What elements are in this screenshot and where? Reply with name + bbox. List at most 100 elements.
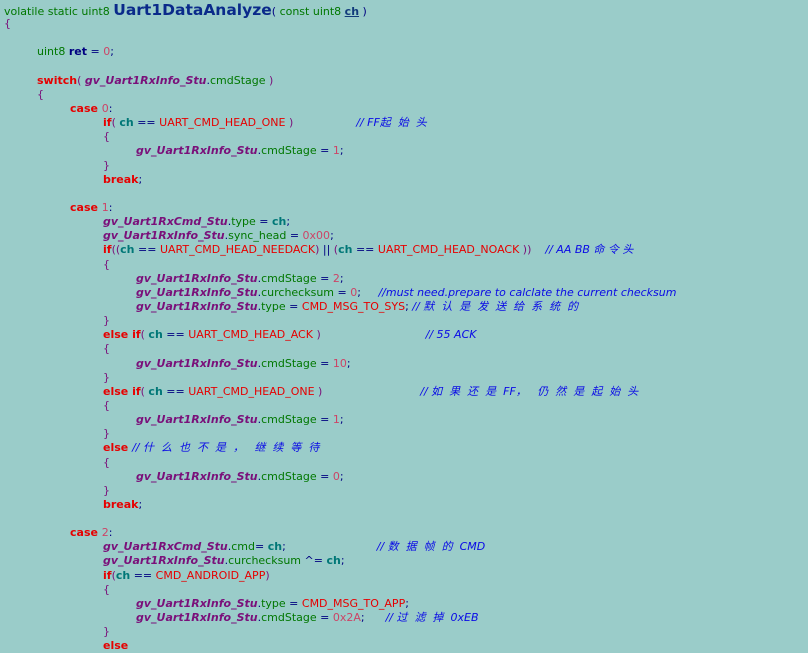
code-line[interactable]: gv_Uart1RxInfo_Stu.curchecksum ^= ch; bbox=[0, 554, 808, 568]
code-token: ; bbox=[286, 215, 291, 229]
code-token: = bbox=[316, 356, 333, 370]
code-token: } bbox=[103, 427, 110, 441]
code-line[interactable]: } bbox=[0, 427, 808, 441]
code-line[interactable]: { bbox=[0, 17, 808, 31]
code-line[interactable]: gv_Uart1RxInfo_Stu.cmdStage = 0; bbox=[0, 470, 808, 484]
code-line[interactable]: else // 什 么 也 不 是 ， 继 续 等 待 bbox=[0, 441, 808, 455]
code-line[interactable]: else if( ch == UART_CMD_HEAD_ONE ) // 如 … bbox=[0, 385, 808, 399]
code-line[interactable]: break; bbox=[0, 173, 808, 187]
code-line[interactable]: gv_Uart1RxInfo_Stu.curchecksum = 0; //mu… bbox=[0, 286, 808, 300]
code-token: 10 bbox=[332, 356, 347, 370]
code-line[interactable]: } bbox=[0, 159, 808, 173]
code-token: . bbox=[257, 144, 262, 158]
code-line[interactable]: } bbox=[0, 371, 808, 385]
code-token: if bbox=[103, 243, 112, 257]
code-token: 1 bbox=[332, 144, 340, 158]
code-line[interactable]: case 0: bbox=[0, 102, 808, 116]
code-token: = bbox=[316, 144, 333, 158]
code-token: ( bbox=[111, 568, 116, 582]
code-line[interactable]: if((ch == UART_CMD_HEAD_NEEDACK) || (ch … bbox=[0, 243, 808, 257]
code-line[interactable]: { bbox=[0, 456, 808, 470]
code-line[interactable] bbox=[0, 187, 808, 201]
code-token: cmdStage bbox=[261, 271, 317, 285]
code-token: { bbox=[103, 398, 110, 412]
code-line[interactable]: gv_Uart1RxInfo_Stu.sync_head = 0x00; bbox=[0, 229, 808, 243]
code-token: 0 bbox=[350, 285, 358, 299]
code-token: UART_CMD_HEAD_ACK bbox=[188, 328, 313, 342]
code-line[interactable]: case 1: bbox=[0, 201, 808, 215]
code-line[interactable]: gv_Uart1RxInfo_Stu.type = CMD_MSG_TO_APP… bbox=[0, 597, 808, 611]
code-token: ( bbox=[140, 384, 149, 398]
code-line[interactable]: { bbox=[0, 342, 808, 356]
code-token: )) bbox=[519, 243, 532, 257]
code-line[interactable] bbox=[0, 31, 808, 45]
code-line[interactable]: gv_Uart1RxInfo_Stu.cmdStage = 1; bbox=[0, 413, 808, 427]
code-token: gv_Uart1RxInfo_Stu bbox=[136, 271, 258, 285]
code-token: = bbox=[334, 285, 351, 299]
code-token: == bbox=[133, 116, 160, 130]
code-token: . bbox=[257, 469, 262, 483]
code-token: 2 bbox=[332, 271, 340, 285]
code-token: gv_Uart1RxInfo_Stu bbox=[136, 611, 258, 625]
code-token: Uart1DataAnalyze bbox=[113, 1, 272, 19]
code-token: ) bbox=[315, 243, 320, 257]
code-line[interactable]: gv_Uart1RxCmd_Stu.type = ch; bbox=[0, 215, 808, 229]
code-line[interactable]: gv_Uart1RxInfo_Stu.cmdStage = 2; bbox=[0, 272, 808, 286]
code-token: { bbox=[103, 130, 110, 144]
code-token: ( bbox=[333, 243, 339, 257]
code-token: 1 bbox=[101, 200, 109, 214]
code-token: : bbox=[108, 200, 113, 214]
code-line[interactable]: gv_Uart1RxInfo_Stu.type = CMD_MSG_TO_SYS… bbox=[0, 300, 808, 314]
code-token: = bbox=[255, 215, 273, 229]
code-line[interactable]: { bbox=[0, 258, 808, 272]
code-line[interactable]: if( ch == UART_CMD_HEAD_ONE ) // FF起 始 头 bbox=[0, 116, 808, 130]
code-token: else if bbox=[103, 328, 141, 342]
code-token: 1 bbox=[332, 413, 340, 427]
code-token: } bbox=[103, 625, 110, 639]
code-line[interactable]: { bbox=[0, 130, 808, 144]
code-comment: // 55 ACK bbox=[320, 328, 477, 342]
code-line[interactable]: } bbox=[0, 625, 808, 639]
code-token: . bbox=[224, 229, 229, 243]
code-line[interactable]: if(ch == CMD_ANDROID_APP) bbox=[0, 569, 808, 583]
code-token: . bbox=[257, 299, 262, 313]
code-token: ( bbox=[140, 328, 149, 342]
code-line[interactable]: { bbox=[0, 88, 808, 102]
code-line[interactable]: uint8 ret = 0; bbox=[0, 45, 808, 59]
code-token: . bbox=[206, 73, 210, 87]
code-token: . bbox=[257, 356, 262, 370]
code-line[interactable] bbox=[0, 512, 808, 526]
code-line[interactable]: volatile static uint8 Uart1DataAnalyze( … bbox=[0, 1, 808, 19]
code-line[interactable]: { bbox=[0, 583, 808, 597]
code-token: ch bbox=[148, 384, 163, 398]
code-line[interactable]: else bbox=[0, 639, 808, 653]
code-comment: // AA BB 命 令 头 bbox=[531, 243, 634, 257]
code-line[interactable]: else if( ch == UART_CMD_HEAD_ACK ) // 55… bbox=[0, 328, 808, 342]
code-token: else if bbox=[103, 384, 141, 398]
code-token: == bbox=[130, 568, 156, 582]
code-line[interactable]: gv_Uart1RxInfo_Stu.cmdStage = 1; bbox=[0, 144, 808, 158]
code-line[interactable]: case 2: bbox=[0, 526, 808, 540]
code-token: ; bbox=[138, 172, 143, 186]
code-token: . bbox=[224, 554, 229, 568]
code-token: case bbox=[70, 101, 102, 115]
code-line[interactable]: } bbox=[0, 314, 808, 328]
code-token: = bbox=[285, 299, 302, 313]
code-line[interactable]: } bbox=[0, 484, 808, 498]
code-line[interactable]: { bbox=[0, 399, 808, 413]
code-line[interactable]: gv_Uart1RxInfo_Stu.cmdStage = 0x2A; // 过… bbox=[0, 611, 808, 625]
code-token: ch bbox=[272, 215, 287, 229]
code-line[interactable]: gv_Uart1RxCmd_Stu.cmd= ch; // 数 据 帧 的 CM… bbox=[0, 540, 808, 554]
code-line[interactable]: gv_Uart1RxInfo_Stu.cmdStage = 10; bbox=[0, 357, 808, 371]
code-token: gv_Uart1RxInfo_Stu bbox=[136, 413, 258, 427]
code-line[interactable]: switch( gv_Uart1RxInfo_Stu.cmdStage ) bbox=[0, 74, 808, 88]
code-line[interactable]: break; bbox=[0, 498, 808, 512]
code-token: type bbox=[231, 215, 256, 229]
code-line[interactable] bbox=[0, 60, 808, 74]
code-token: ( bbox=[271, 5, 280, 18]
code-token: type bbox=[261, 299, 286, 313]
code-token: ch bbox=[338, 243, 353, 257]
code-token: == bbox=[134, 243, 160, 257]
code-token: gv_Uart1RxCmd_Stu bbox=[103, 540, 228, 554]
